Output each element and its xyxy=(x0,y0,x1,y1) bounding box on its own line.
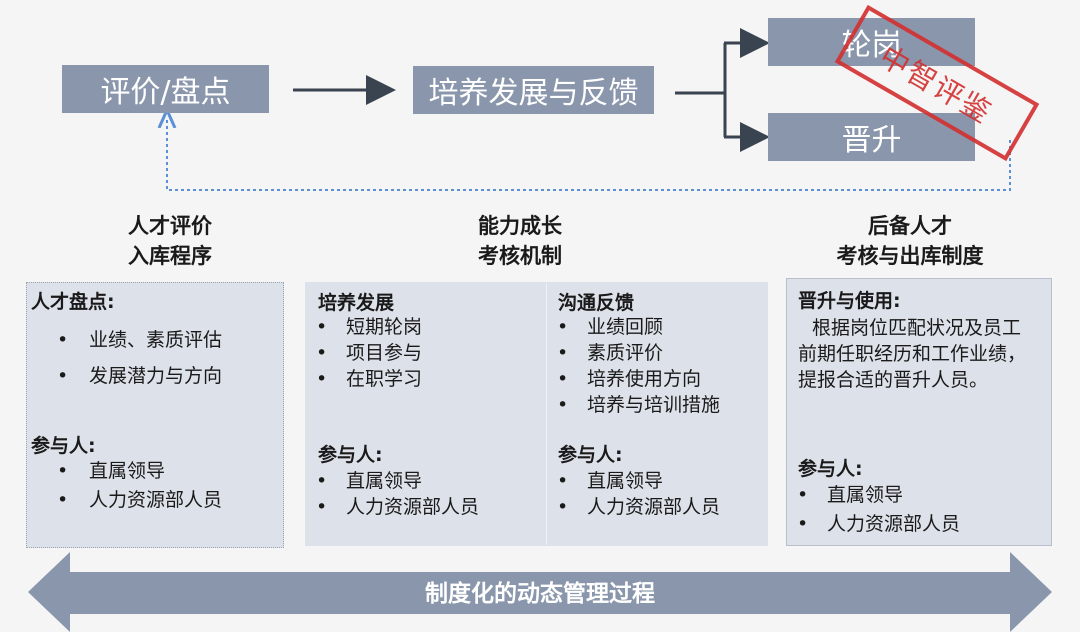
list-item: 人力资源部人员 xyxy=(547,494,720,520)
header-left: 人才评价 入库程序 xyxy=(70,211,270,271)
list-item: 业绩、素质评估 xyxy=(31,322,222,358)
left-participants-title: 参与人: xyxy=(31,435,96,457)
left-section-title: 人才盘点: xyxy=(31,291,115,313)
list-item: 在职学习 xyxy=(306,366,422,392)
header-mid: 能力成长 考核机制 xyxy=(420,211,620,271)
left-participants-list: 直属领导 人力资源部人员 xyxy=(31,457,222,515)
list-item: 培养使用方向 xyxy=(547,366,720,392)
mid-col2-title: 沟通反馈 xyxy=(558,292,635,314)
list-item: 培养与培训措施 xyxy=(547,392,720,418)
list-item: 直属领导 xyxy=(306,468,479,494)
right-paragraph: 根据岗位匹配状况及员工前期任职经历和工作业绩，提报合适的晋升人员。 xyxy=(798,317,1027,391)
list-item: 短期轮岗 xyxy=(306,314,422,340)
box-evaluate: 评价/盘点 xyxy=(62,65,269,113)
header-left-line1: 人才评价 xyxy=(128,214,212,238)
header-mid-line2: 考核机制 xyxy=(478,244,562,268)
list-item: 直属领导 xyxy=(547,468,720,494)
header-right-line1: 后备人才 xyxy=(868,214,952,238)
mid-col1-participants-title: 参与人: xyxy=(318,444,383,466)
right-participants-list: 直属领导 人力资源部人员 xyxy=(787,481,960,539)
feedback-loop-dotted xyxy=(167,118,1011,191)
list-item: 业绩回顾 xyxy=(547,314,720,340)
left-items-list: 业绩、素质评估 发展潜力与方向 xyxy=(31,322,222,394)
header-mid-line1: 能力成长 xyxy=(478,214,562,238)
right-participants-title: 参与人: xyxy=(798,458,863,480)
mid-col2-participants-list: 直属领导 人力资源部人员 xyxy=(547,468,720,520)
mid-col2-list: 业绩回顾 素质评价 培养使用方向 培养与培训措施 xyxy=(547,314,720,418)
list-item: 发展潜力与方向 xyxy=(31,358,222,394)
bottom-arrow-label: 制度化的动态管理过程 xyxy=(425,581,655,607)
list-item: 人力资源部人员 xyxy=(31,486,222,515)
header-right-line2: 考核与出库制度 xyxy=(836,244,984,268)
list-item: 素质评价 xyxy=(547,340,720,366)
list-item: 项目参与 xyxy=(306,340,422,366)
box-promote: 晋升 xyxy=(768,113,975,161)
list-item: 直属领导 xyxy=(31,457,222,486)
mid-col2-participants-title: 参与人: xyxy=(558,444,623,466)
box-rotate: 轮岗 xyxy=(768,18,975,66)
mid-col1-list: 短期轮岗 项目参与 在职学习 xyxy=(306,314,422,392)
right-section-title: 晋升与使用: xyxy=(798,290,901,312)
list-item: 人力资源部人员 xyxy=(787,510,960,539)
mid-col1-participants-list: 直属领导 人力资源部人员 xyxy=(306,468,479,520)
box-develop: 培养发展与反馈 xyxy=(413,66,654,114)
header-left-line2: 入库程序 xyxy=(128,244,212,268)
list-item: 直属领导 xyxy=(787,481,960,510)
mid-col1-title: 培养发展 xyxy=(318,292,395,314)
header-right: 后备人才 考核与出库制度 xyxy=(800,211,1020,271)
list-item: 人力资源部人员 xyxy=(306,494,479,520)
bottom-double-arrow-shape xyxy=(28,552,1052,632)
